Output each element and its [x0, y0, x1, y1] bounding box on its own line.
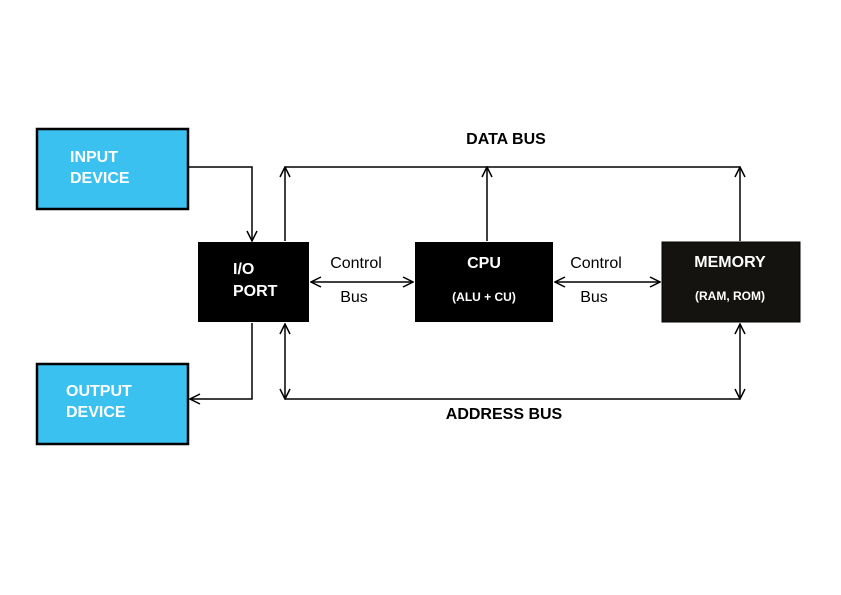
io-port-label-line1: I/O	[233, 261, 254, 278]
input-device-label-line1: INPUT	[70, 149, 118, 166]
io-to-output-arrow	[190, 323, 253, 399]
cpu-box: CPU (ALU + CU)	[415, 242, 553, 322]
output-device-box: OUTPUT DEVICE	[35, 362, 190, 446]
address-bus-label: ADDRESS BUS	[446, 406, 563, 423]
input-to-io-arrow	[188, 166, 252, 241]
control-bus-right-label-line2: Bus	[580, 289, 608, 306]
control-bus-left-label-line1: Control	[330, 255, 382, 272]
input-device-label-line2: DEVICE	[70, 170, 130, 187]
memory-box: MEMORY (RAM, ROM)	[661, 241, 801, 323]
io-port-label-line2: PORT	[233, 283, 278, 300]
memory-title: MEMORY	[694, 254, 766, 271]
control-bus-right-label-line1: Control	[570, 255, 622, 272]
io-port-box: I/O PORT	[198, 242, 309, 322]
cpu-title: CPU	[467, 255, 501, 272]
output-device-label-line1: OUTPUT	[66, 383, 132, 400]
data-bus-label: DATA BUS	[466, 131, 546, 148]
output-device-label-line2: DEVICE	[66, 404, 126, 421]
control-bus-left-label-line2: Bus	[340, 289, 368, 306]
memory-subtitle: (RAM, ROM)	[695, 289, 765, 303]
cpu-subtitle: (ALU + CU)	[452, 290, 516, 304]
input-device-box: INPUT DEVICE	[35, 127, 190, 211]
